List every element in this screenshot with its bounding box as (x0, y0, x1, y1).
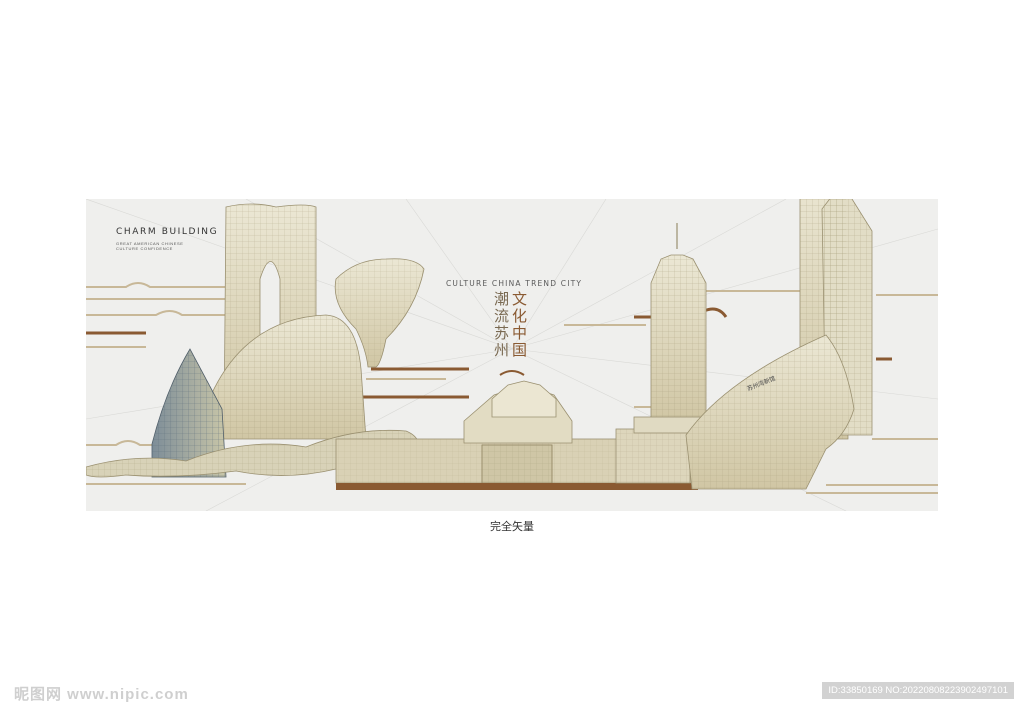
headline-right: 文化中国 (512, 290, 528, 359)
brand-block: CHARM BUILDING GREAT AMERICAN CHINESE CU… (116, 227, 218, 251)
watermark-id: ID:33850169 NO:20220808223902497101 (822, 682, 1014, 699)
poster-panel: 苏州湾新馆 CHARM BUILDING GREAT AMERICAN CHIN… (86, 199, 938, 511)
spire-tower-building (633, 223, 715, 434)
dome-building (195, 314, 367, 440)
headline-left: 潮流苏州 (494, 290, 510, 359)
brand-subtitle: GREAT AMERICAN CHINESE CULTURE CONFIDENC… (116, 241, 184, 251)
cone-building (334, 258, 425, 368)
caption: 完全矢量 (490, 520, 534, 533)
angular-pavilion-building: 苏州湾新馆 (685, 334, 855, 490)
watermark-site: 昵图网 www.nipic.com (14, 686, 189, 703)
office-block-building (615, 428, 691, 484)
decorative-bands-left (86, 282, 246, 485)
glass-pyramid-building (151, 348, 227, 478)
center-arc-ornament (499, 370, 525, 376)
skyline-illustration: 苏州湾新馆 (86, 199, 938, 511)
tagline: CULTURE CHINA TREND CITY (446, 279, 583, 288)
brand-title: CHARM BUILDING (116, 227, 219, 237)
